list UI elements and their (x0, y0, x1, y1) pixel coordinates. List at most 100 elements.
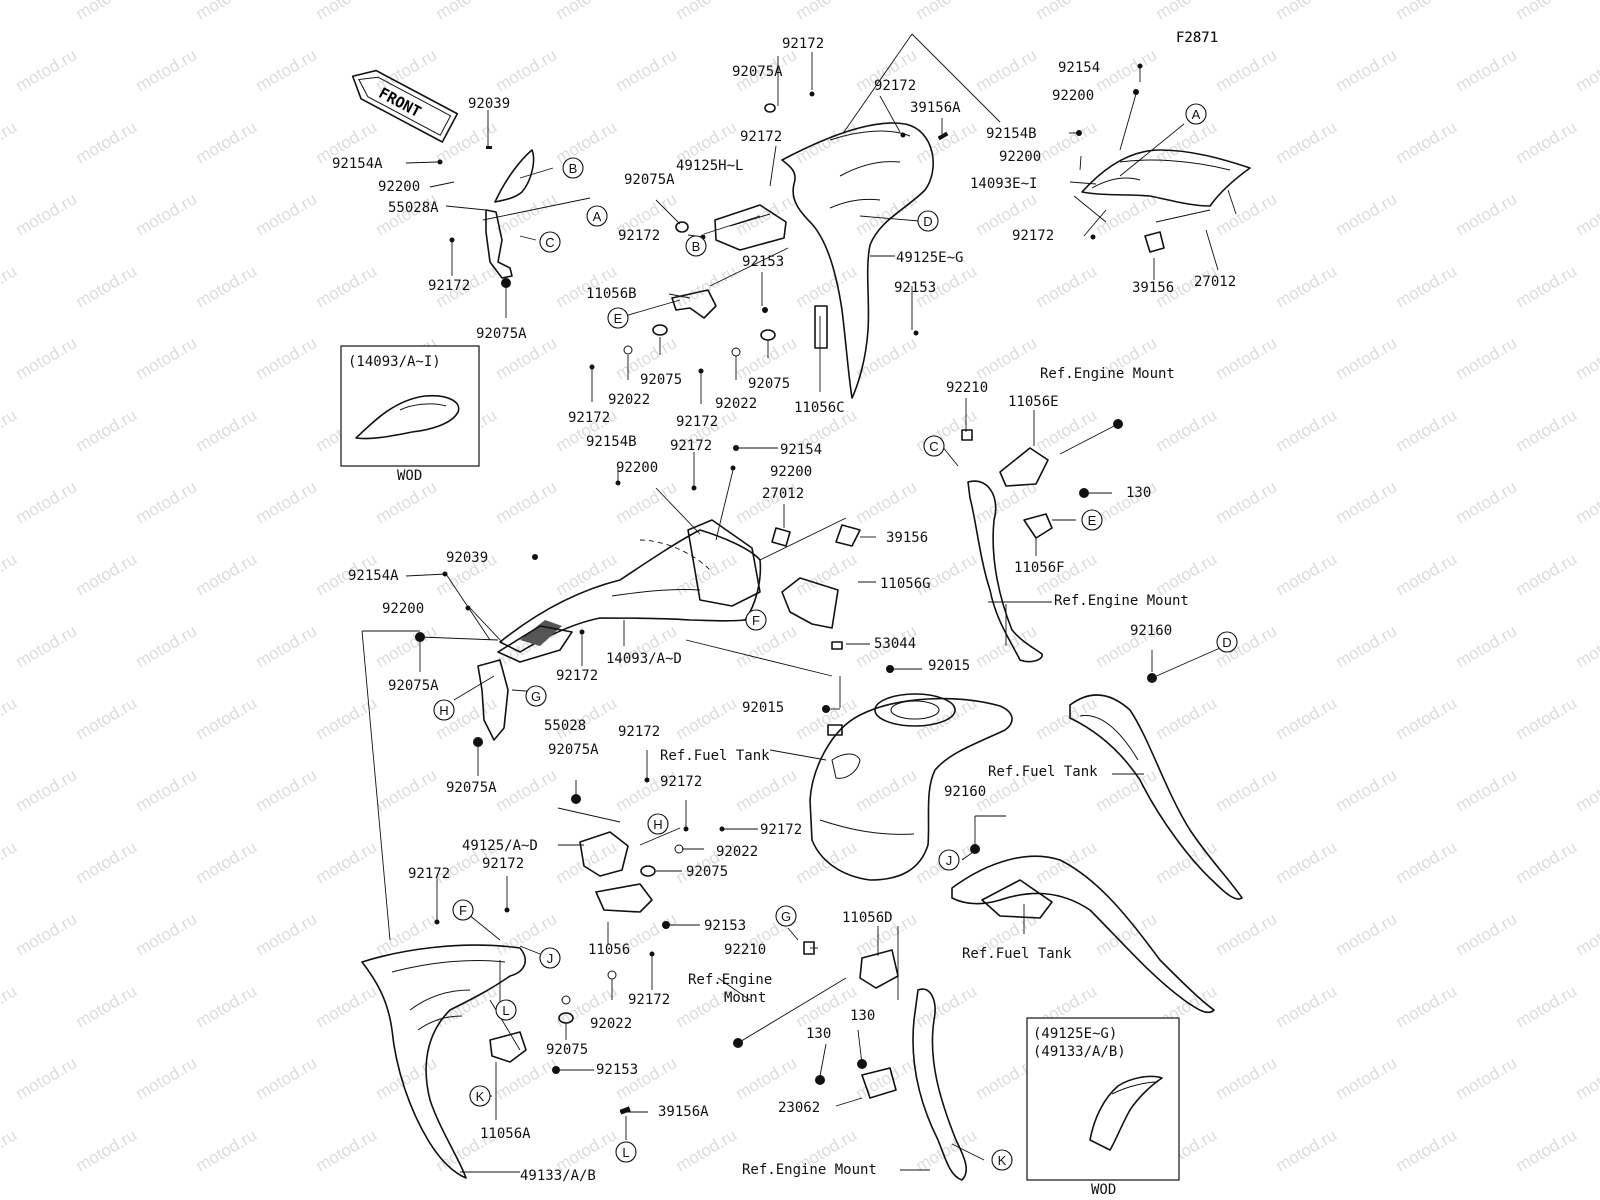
part-number-label: 92154 (1058, 60, 1100, 76)
watermark-text: motod.ru (853, 189, 921, 239)
watermark-text: motod.ru (1513, 117, 1581, 167)
callout-letter: J (547, 951, 554, 966)
callout-d: D (1216, 631, 1238, 653)
figure-code: F2871 (1176, 30, 1218, 46)
watermark-text: motod.ru (0, 1125, 20, 1175)
part-number-label: 49125/A~D (462, 838, 538, 854)
inset-caption: WOD (397, 468, 422, 484)
callout-letter: G (531, 689, 541, 704)
callout-circle (469, 1085, 491, 1107)
watermark-text: motod.ru (1033, 117, 1101, 167)
callout-letter: C (929, 439, 938, 454)
watermark-text: motod.ru (1513, 981, 1581, 1031)
callout-f: F (745, 609, 767, 631)
watermark-text: motod.ru (253, 189, 321, 239)
watermark-text: motod.ru (73, 549, 141, 599)
watermark-text: motod.ru (313, 261, 381, 311)
part-number-label: 49125H~L (676, 158, 743, 174)
callout-a: A (586, 205, 608, 227)
watermark-text: motod.ru (853, 333, 921, 383)
callout-letter: B (569, 161, 578, 176)
watermark-text: motod.ru (1273, 0, 1341, 23)
watermark-text: motod.ru (1513, 837, 1581, 887)
watermark-text: motod.ru (1573, 909, 1600, 959)
watermark-text: motod.ru (613, 765, 681, 815)
watermark-text: motod.ru (373, 1053, 441, 1103)
watermark-text: motod.ru (73, 117, 141, 167)
watermark-text: motod.ru (73, 1125, 141, 1175)
part-number-label: 92172 (660, 774, 702, 790)
watermark-text: motod.ru (1393, 117, 1461, 167)
watermark-text: motod.ru (133, 477, 201, 527)
watermark-text: motod.ru (733, 765, 801, 815)
part-number-label: 39156A (658, 1104, 709, 1120)
watermark-text: motod.ru (253, 333, 321, 383)
part-number-label: 11056B (586, 286, 637, 302)
watermark-text: motod.ru (1033, 261, 1101, 311)
watermark-text: motod.ru (193, 405, 261, 455)
callout-letter: C (545, 235, 554, 250)
watermark-text: motod.ru (73, 981, 141, 1031)
part-number-label: 39156 (1132, 280, 1174, 296)
callout-letter: L (502, 1003, 509, 1018)
watermark-text: motod.ru (1573, 765, 1600, 815)
part-number-label: 92075A (732, 64, 783, 80)
watermark-text: motod.ru (1513, 405, 1581, 455)
callout-circle (539, 231, 561, 253)
watermark-text: motod.ru (1573, 477, 1600, 527)
callout-letter: B (692, 239, 701, 254)
watermark-text: motod.ru (253, 621, 321, 671)
callout-a: A (1185, 103, 1207, 125)
part-number-label: 11056F (1014, 560, 1065, 576)
watermark-text: motod.ru (853, 765, 921, 815)
watermark-text: motod.ru (1513, 693, 1581, 743)
watermark-text: motod.ru (793, 693, 861, 743)
watermark-text: motod.ru (313, 0, 381, 23)
watermark-text: motod.ru (0, 117, 20, 167)
watermark-text: motod.ru (193, 117, 261, 167)
watermark-text: motod.ru (0, 261, 20, 311)
watermark-text: motod.ru (193, 549, 261, 599)
part-number-label: 92160 (944, 784, 986, 800)
part-number-label: 92154A (332, 156, 383, 172)
watermark-text: motod.ru (1573, 45, 1600, 95)
watermark-text: motod.ru (1213, 909, 1281, 959)
callout-j: J (938, 849, 960, 871)
watermark-text: motod.ru (1273, 261, 1341, 311)
watermark-text: motod.ru (1153, 549, 1221, 599)
watermark-text: motod.ru (73, 693, 141, 743)
callout-circle (938, 849, 960, 871)
part-number-label: 92154B (586, 434, 637, 450)
watermark-text: motod.ru (733, 621, 801, 671)
callout-circle (923, 435, 945, 457)
part-number-label: 92172 (1012, 228, 1054, 244)
part-number-label: 92154B (986, 126, 1037, 142)
part-number-label: 92200 (382, 601, 424, 617)
part-number-label: 92160 (1130, 623, 1172, 639)
callout-letter: A (1192, 107, 1201, 122)
watermark-text: motod.ru (373, 765, 441, 815)
watermark-text: motod.ru (1213, 45, 1281, 95)
callout-h: H (433, 699, 455, 721)
part-number-label: 92153 (894, 280, 936, 296)
callout-letter: A (593, 209, 602, 224)
callout-f: F (452, 899, 474, 921)
watermark-text: motod.ru (193, 261, 261, 311)
watermark-text: motod.ru (793, 837, 861, 887)
callout-j: J (539, 947, 561, 969)
part-number-label: 92075 (686, 864, 728, 880)
watermark-text: motod.ru (1033, 0, 1101, 23)
callout-circle (775, 905, 797, 927)
part-number-label: 14093E~I (970, 176, 1037, 192)
watermark-text: motod.ru (1333, 1053, 1401, 1103)
part-number-label: 55028A (388, 200, 439, 216)
callout-b: B (685, 235, 707, 257)
watermark-text: motod.ru (193, 693, 261, 743)
part-number-label: 92172 (568, 410, 610, 426)
part-number-label: Ref.Engine Mount (742, 1162, 877, 1178)
watermark-text: motod.ru (1213, 189, 1281, 239)
part-number-label: 11056G (880, 576, 931, 592)
